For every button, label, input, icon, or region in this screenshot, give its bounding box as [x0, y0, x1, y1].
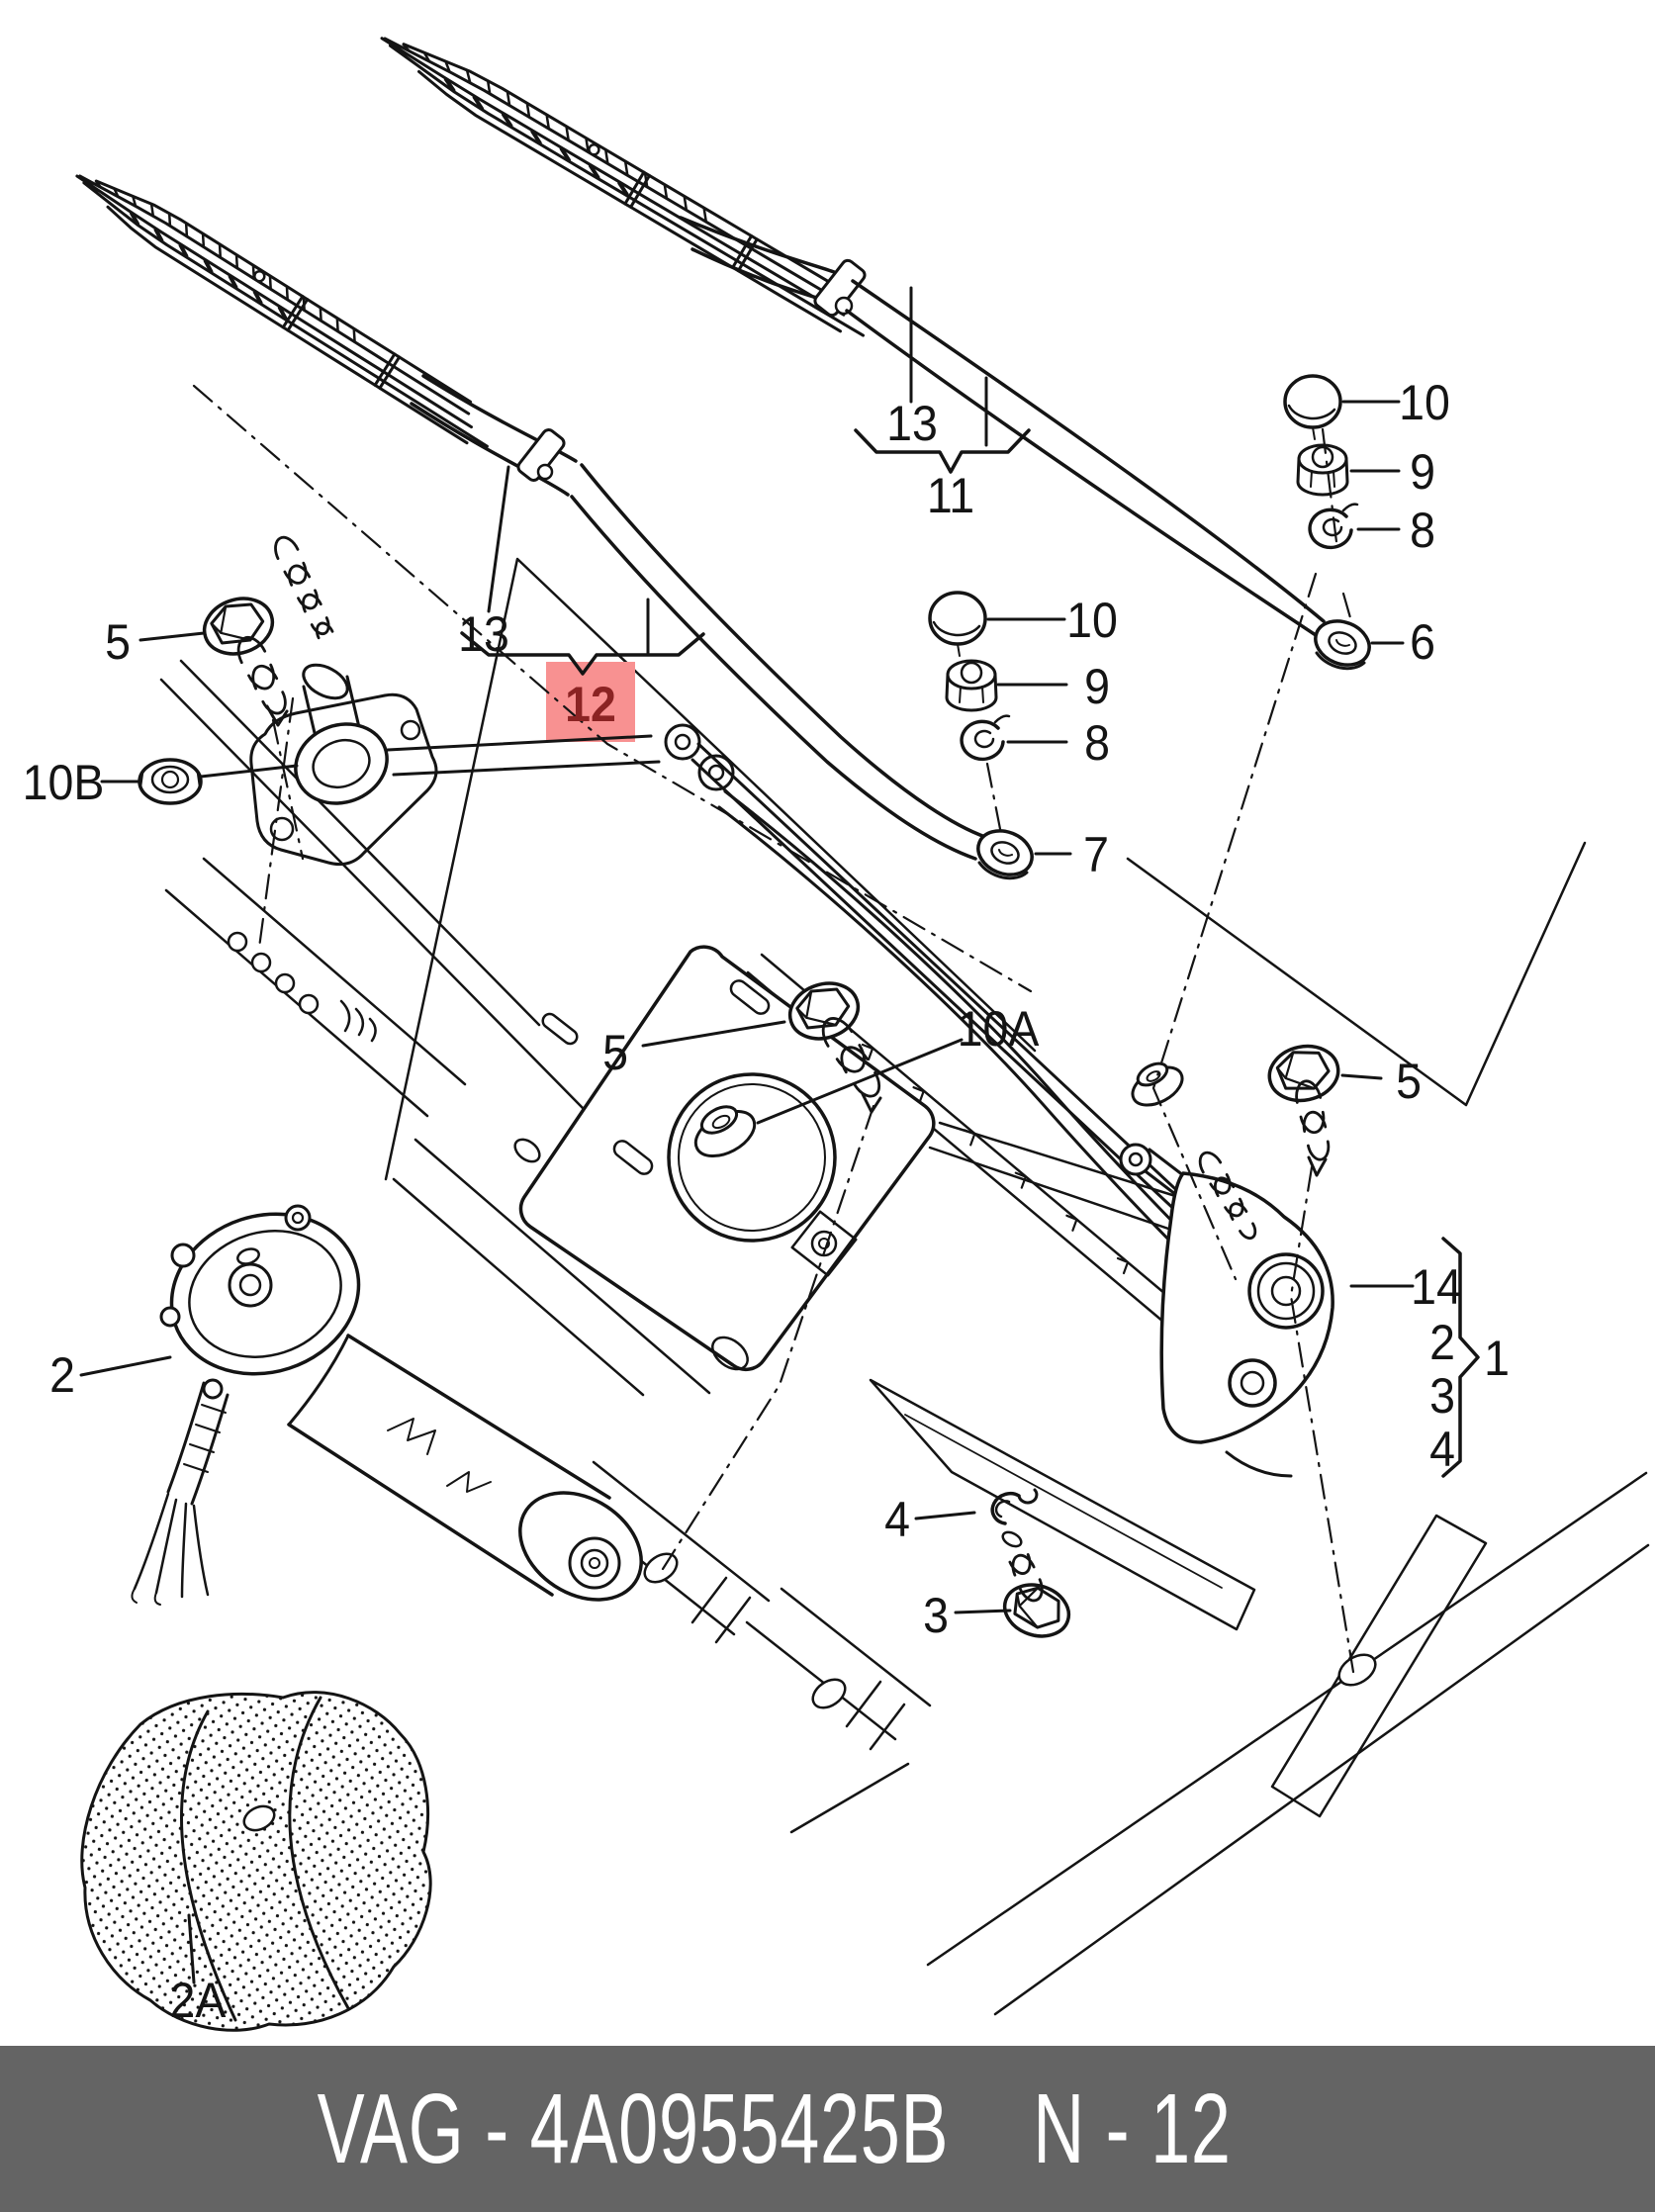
foam-insulator-2A	[80, 1691, 432, 2032]
callout-9-right[interactable]: 9	[1410, 444, 1435, 500]
windshield-edge-lines	[384, 557, 1587, 1181]
callout-13-left[interactable]: 13	[458, 606, 509, 662]
mounting-frame	[513, 945, 1488, 1818]
callout-12-highlighted[interactable]: 12	[565, 677, 616, 732]
callout-11[interactable]: 11	[926, 468, 975, 523]
callout-10A[interactable]: 10A	[957, 1001, 1040, 1057]
callout-13-top[interactable]: 13	[886, 396, 938, 451]
callout-8-right[interactable]: 8	[1410, 503, 1435, 558]
callout-7[interactable]: 7	[1083, 827, 1109, 882]
footer-part-number: VAG - 4A0955425B	[317, 2073, 950, 2184]
callout-1-group[interactable]: 1	[1484, 1331, 1510, 1386]
left-pivot-assembly	[249, 663, 735, 867]
rail-tick-marks	[861, 1043, 1130, 1275]
leader-lines	[79, 286, 1480, 1984]
callout-14[interactable]: 14	[1411, 1259, 1462, 1315]
footer-page-code: N - 12	[1033, 2073, 1232, 2184]
arm-eye-6	[1314, 619, 1371, 671]
callout-10-left[interactable]: 10	[1066, 593, 1118, 648]
grommet-10A	[693, 1105, 757, 1158]
arm-eye-7	[976, 829, 1034, 880]
wiper-motor	[131, 1204, 643, 1606]
thread-details	[236, 535, 1331, 1603]
callout-3-bolt[interactable]: 3	[923, 1588, 949, 1643]
callout-4-item[interactable]: 4	[1429, 1422, 1455, 1477]
callout-2-motor[interactable]: 2	[49, 1347, 75, 1403]
grommet-right	[1131, 1061, 1184, 1107]
callout-4-washer[interactable]: 4	[884, 1492, 910, 1547]
footer-bar: VAG - 4A0955425B N - 12	[0, 2046, 1655, 2212]
nut-10B	[138, 758, 203, 805]
callout-5-right[interactable]: 5	[1396, 1054, 1422, 1109]
callout-10B[interactable]: 10B	[22, 755, 105, 810]
wiper-blade-left	[75, 174, 489, 448]
lock-washer-4	[990, 1488, 1039, 1525]
callout-2A[interactable]: 2A	[169, 1973, 227, 2028]
bolt-3	[1001, 1530, 1071, 1638]
bolt-5-mid	[787, 981, 882, 1114]
callout-3-item[interactable]: 3	[1429, 1368, 1455, 1424]
callout-8-left[interactable]: 8	[1084, 715, 1110, 771]
callout-10-right[interactable]: 10	[1399, 375, 1450, 430]
right-pivot-assembly	[1119, 1143, 1334, 1478]
callout-5-left[interactable]: 5	[105, 614, 131, 670]
wiper-arm-top	[679, 216, 1326, 637]
cap-nut-washer-left	[928, 591, 1011, 762]
cap-nut-washer-right	[1283, 374, 1359, 550]
construction-lines	[192, 384, 1355, 1674]
wiper-arm-left	[410, 374, 987, 861]
callout-6[interactable]: 6	[1410, 614, 1435, 670]
callout-2-item[interactable]: 2	[1429, 1315, 1455, 1370]
bolt-5-right	[1267, 1044, 1340, 1177]
callout-5-mid[interactable]: 5	[602, 1025, 628, 1080]
callout-9-left[interactable]: 9	[1084, 659, 1110, 714]
footer-text: VAG - 4A0955425B N - 12	[318, 2073, 1232, 2186]
wiper-blade-top	[380, 37, 865, 337]
